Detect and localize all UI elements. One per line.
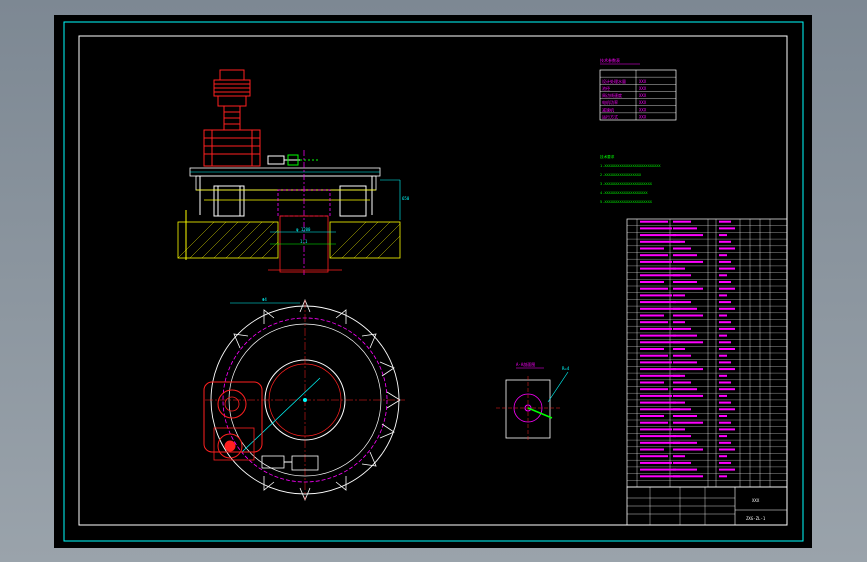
spec-label: 周边线速度 — [602, 92, 622, 98]
spec-value: XXX — [639, 115, 647, 120]
spec-label: 电机功率 — [602, 99, 618, 105]
spec-value: XXX — [639, 86, 647, 91]
spec-value: XXX — [639, 100, 647, 105]
title-block-name: XXX — [752, 498, 760, 503]
spec-label: 池径 — [602, 85, 610, 91]
spec-label: 减速机 — [602, 106, 614, 112]
spec-value: XXX — [639, 107, 647, 112]
dim-plan: Φ4 — [262, 297, 267, 302]
inner-frame — [78, 35, 788, 526]
note-line: 技术要求 — [600, 154, 615, 159]
note-line: 2.XXXXXXXXXXXXXXXXX — [600, 173, 642, 177]
plan-view: Φ4 — [203, 297, 405, 502]
spec-label: 运行方式 — [602, 114, 618, 120]
dim-side: 650 — [402, 196, 410, 201]
note-line: 5.XXXXXXXXXXXXXXXXXXXXXX — [600, 200, 653, 204]
outer-border — [63, 21, 804, 542]
elevation-view: φ 1200 1:1 650 — [177, 69, 410, 275]
spec-value: XXX — [639, 79, 647, 84]
title-block-code: ZXG-ZL-1 — [746, 516, 766, 521]
dim-top-width: φ 1200 — [296, 227, 311, 232]
parts-list — [626, 218, 788, 488]
detail-label: A-A剖面图 — [516, 361, 535, 367]
note-line: 4.XXXXXXXXXXXXXXXXXXXX — [600, 191, 648, 195]
spec-table-title: 技术参数表 — [600, 57, 620, 63]
dim-bottom: 1:1 — [300, 239, 308, 244]
detail-view: A-A剖面图 R=4 — [496, 361, 570, 442]
spec-value: XXX — [639, 93, 647, 98]
title-block: XXX ZXG-ZL-1 — [626, 486, 788, 526]
spec-label: 设计处理水量 — [602, 78, 626, 84]
note-line: 1.XXXXXXXXXXXXXXXXXXXXXXXXXX — [600, 164, 661, 168]
note-line: 3.XXXXXXXXXXXXXXXXXXXXXX — [600, 182, 653, 186]
spec-table: 技术参数表 设计处理水量 XXX 池径 XXX 周边线速度 XXX 电机功率 XXX 减速机 XX… — [599, 57, 677, 121]
notes-block: 技术要求 1.XXXXXXXXXXXXXXXXXXXXXXXXXX 2.XXXXXX… — [600, 154, 661, 204]
dim-detail: R=4 — [562, 366, 570, 371]
